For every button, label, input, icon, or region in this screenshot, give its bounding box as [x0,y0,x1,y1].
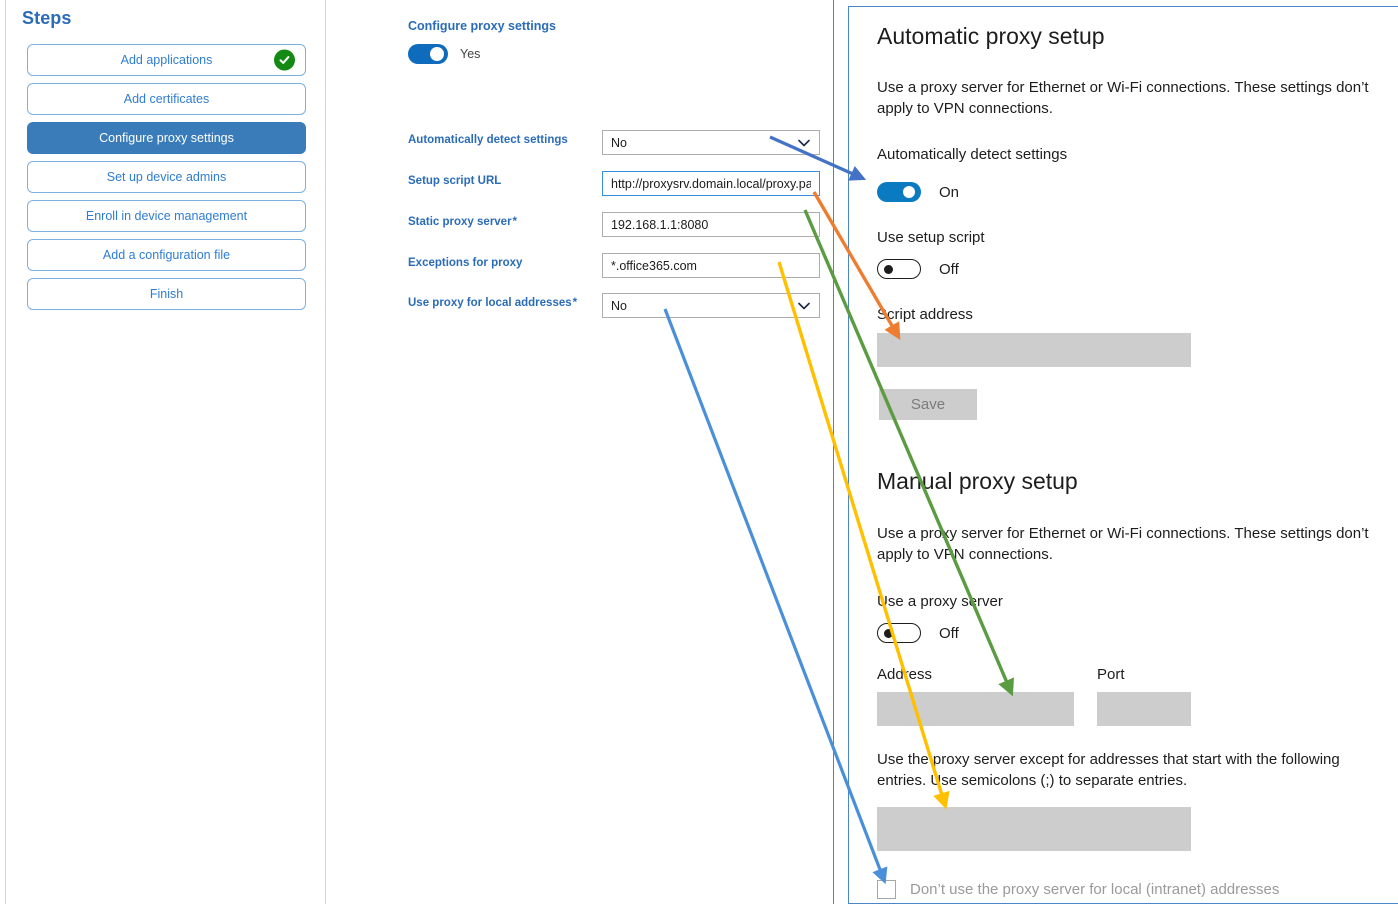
field-label: Use proxy for local addresses * [408,297,577,309]
field-setup-script-url: Setup script URL http://proxysrv.domain.… [408,171,828,197]
configure-proxy-toggle[interactable] [408,44,448,64]
sidebar-item-add-applications[interactable]: Add applications [27,44,306,76]
automatic-proxy-setup-heading: Automatic proxy setup [877,23,1105,49]
wizard-steps-panel: Steps Add applications Add certificates … [5,0,326,904]
static-proxy-server-input[interactable]: 192.168.1.1:8080 [602,212,820,237]
setup-script-url-input[interactable]: http://proxysrv.domain.local/proxy.pa [602,171,820,196]
field-label: Automatically detect settings [408,134,568,146]
field-label: Static proxy server * [408,216,517,228]
sidebar-item-add-certificates[interactable]: Add certificates [27,83,306,115]
automatic-proxy-setup-description: Use a proxy server for Ethernet or Wi-Fi… [877,79,1369,118]
script-address-label: Script address [877,306,973,323]
step-label: Add certificates [123,92,210,106]
automatically-detect-settings-toggle-row: On [877,182,959,202]
save-button[interactable]: Save [879,389,977,420]
automatically-detect-settings-state: On [939,183,960,201]
use-setup-script-toggle-row: Off [877,259,959,279]
script-address-input[interactable] [877,333,1191,367]
port-input[interactable] [1097,692,1191,726]
automatically-detect-settings-label: Automatically detect settings [877,146,1068,163]
input-value: http://proxysrv.domain.local/proxy.pa [611,176,811,191]
bypass-local-addresses-label: Don’t use the proxy server for local (in… [910,881,1280,898]
address-input[interactable] [877,692,1074,726]
field-use-proxy-for-local-addresses: Use proxy for local addresses * No [408,293,828,319]
use-a-proxy-server-state: Off [939,624,959,642]
automatically-detect-settings-toggle[interactable] [877,182,921,202]
configure-proxy-toggle-row: Yes [408,44,480,64]
bypass-local-addresses-row[interactable]: Don’t use the proxy server for local (in… [877,880,1279,899]
address-label: Address [877,666,933,683]
use-setup-script-toggle[interactable] [877,259,921,279]
panel-divider [833,0,834,904]
sidebar-item-add-a-configuration-file[interactable]: Add a configuration file [27,239,306,271]
configure-proxy-toggle-label: Yes [460,47,481,61]
sidebar-item-set-up-device-admins[interactable]: Set up device admins [27,161,306,193]
bypass-local-addresses-checkbox[interactable] [877,880,896,899]
step-label: Add applications [120,53,213,67]
input-value: *.office365.com [611,258,697,273]
sidebar-item-configure-proxy-settings[interactable]: Configure proxy settings [27,122,306,154]
use-a-proxy-server-toggle-row: Off [877,623,959,643]
proxy-exceptions-description: Use the proxy server except for addresse… [877,751,1340,790]
proxy-form-panel: Configure proxy settings Yes Automatical… [326,0,833,904]
port-label: Port [1097,666,1125,683]
use-a-proxy-server-toggle[interactable] [877,623,921,643]
select-value: No [611,298,627,313]
field-label-text: Use proxy for local addresses [408,297,572,309]
step-label: Enroll in device management [85,209,248,223]
form-title: Configure proxy settings [408,19,556,33]
page-title: Steps [22,8,72,28]
step-label: Finish [149,287,184,301]
field-static-proxy-server: Static proxy server * 192.168.1.1:8080 [408,212,828,238]
required-asterisk: * [511,216,517,228]
field-exceptions-for-proxy: Exceptions for proxy *.office365.com [408,253,828,279]
use-setup-script-state: Off [939,260,959,278]
manual-proxy-setup-description: Use a proxy server for Ethernet or Wi-Fi… [877,525,1369,564]
field-label-text: Static proxy server [408,216,512,228]
toggle-knob [903,186,915,198]
sidebar-item-enroll-in-device-management[interactable]: Enroll in device management [27,200,306,232]
toggle-knob [884,265,893,274]
exceptions-for-proxy-input[interactable]: *.office365.com [602,253,820,278]
select-value: No [611,135,627,150]
sidebar-item-finish[interactable]: Finish [27,278,306,310]
step-label: Add a configuration file [102,248,231,262]
automatically-detect-settings-select[interactable]: No [602,130,820,155]
field-label: Setup script URL [408,175,502,187]
proxy-exceptions-input[interactable] [877,807,1191,851]
step-label: Configure proxy settings [99,131,234,145]
field-automatically-detect-settings: Automatically detect settings No [408,130,828,156]
manual-proxy-setup-heading: Manual proxy setup [877,468,1078,494]
toggle-knob [884,629,893,638]
use-a-proxy-server-label: Use a proxy server [877,593,1003,610]
check-circle-icon [274,49,295,71]
step-label: Set up device admins [106,170,227,184]
windows-proxy-settings-panel: Automatic proxy setup Use a proxy server… [848,6,1398,904]
use-setup-script-label: Use setup script [877,229,985,246]
use-proxy-for-local-addresses-select[interactable]: No [602,293,820,318]
chevron-down-icon [798,302,810,309]
input-value: 192.168.1.1:8080 [611,217,709,232]
field-label: Exceptions for proxy [408,257,523,269]
chevron-down-icon [798,139,810,146]
required-asterisk: * [571,297,578,309]
toggle-knob [430,47,444,61]
step-list: Add applications Add certificates Config… [27,44,306,317]
